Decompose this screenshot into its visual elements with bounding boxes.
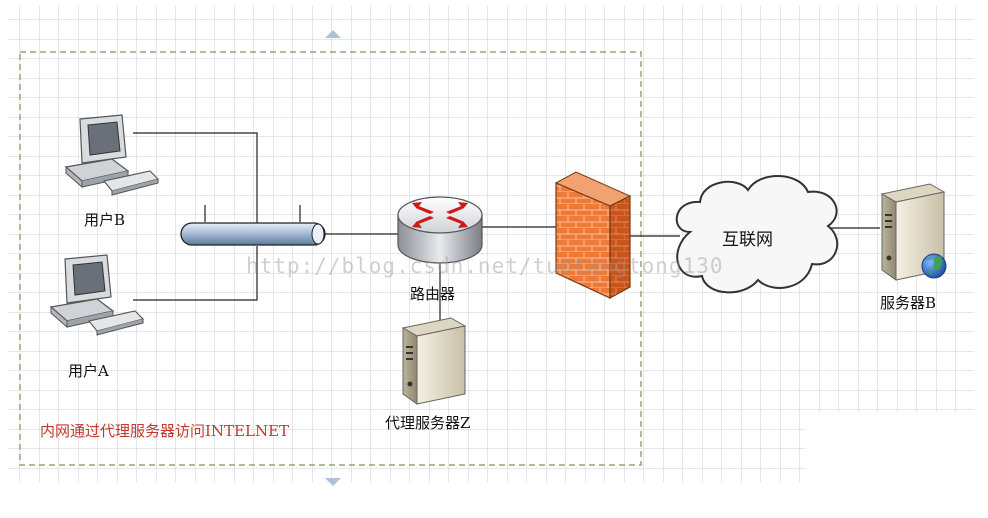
hub-bus-icon[interactable] [180, 222, 326, 246]
internet-label: 互联网 [722, 230, 773, 250]
scroll-down-icon[interactable] [325, 478, 341, 486]
user-a-label: 用户A [68, 362, 109, 380]
router-label: 路由器 [410, 285, 456, 303]
blank-patch [805, 412, 988, 492]
computer-icon[interactable] [64, 114, 160, 196]
connection-lines [133, 132, 880, 322]
intranet-zone [19, 51, 642, 466]
proxy-server-label: 代理服务器Z [385, 414, 471, 432]
watermark-text: http://blog.csdn.net/tuotangtong130 [246, 254, 724, 278]
diagram-caption: 内网通过代理服务器访问INTELNET [40, 422, 290, 440]
router-icon[interactable] [397, 196, 483, 264]
cloud-icon[interactable] [675, 175, 839, 294]
globe-icon [921, 253, 947, 279]
server-icon[interactable] [401, 317, 467, 405]
scroll-up-icon[interactable] [325, 30, 341, 38]
server-b-label: 服务器B [880, 294, 937, 312]
firewall-icon[interactable] [554, 171, 632, 300]
computer-icon[interactable] [49, 254, 145, 336]
user-b-label: 用户B [84, 211, 126, 229]
